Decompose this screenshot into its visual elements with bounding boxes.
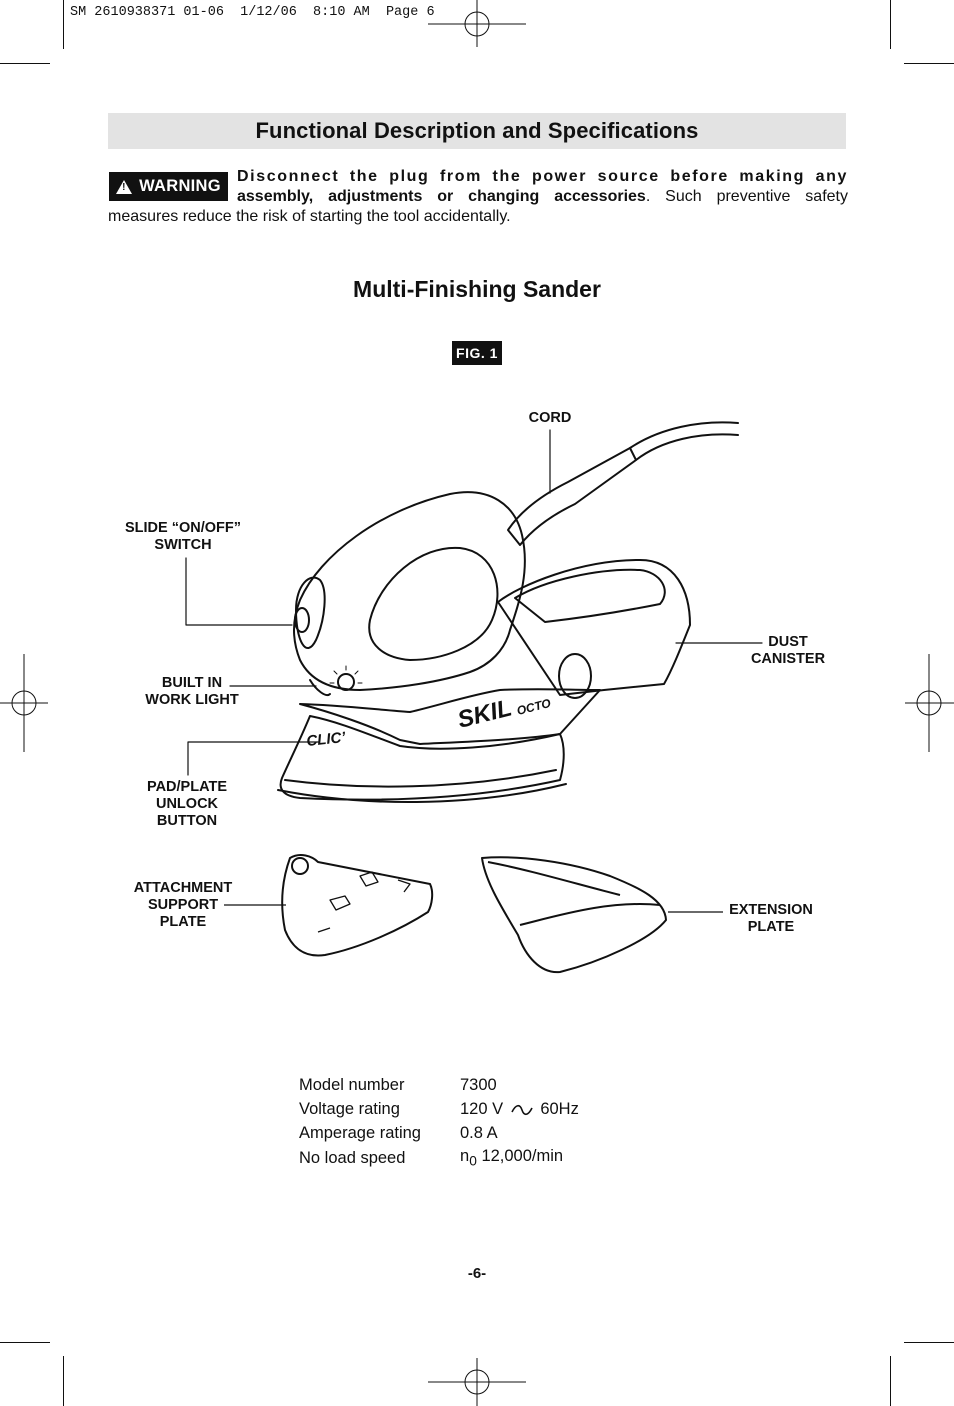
callout-switch-line1: SLIDE “ON/OFF” — [125, 520, 241, 536]
spec-value-subscript: 0 — [469, 1153, 477, 1169]
spec-table: Model number 7300 Voltage rating 120 V 6… — [299, 1073, 579, 1170]
callout-pad-line1: PAD/PLATE — [146, 779, 228, 795]
figure-label: FIG. 1 — [452, 341, 502, 365]
crop-mark-icon — [0, 1342, 50, 1343]
callout-attach-line2: SUPPORT — [147, 897, 219, 913]
warning-line-1: Disconnect the plug from the power sourc… — [237, 168, 848, 185]
crop-mark-icon — [890, 1356, 891, 1406]
logo-skil: SKIL — [455, 694, 515, 733]
ac-current-symbol-icon — [511, 1104, 533, 1115]
callout-pad-line3: BUTTON — [156, 813, 218, 829]
callout-ext-line1: EXTENSION — [729, 902, 813, 918]
cord-line — [629, 421, 739, 449]
crop-mark-icon — [63, 0, 64, 49]
crop-mark-icon — [0, 63, 50, 64]
callout-pad-line2: UNLOCK — [155, 796, 219, 812]
sanding-pad — [279, 715, 565, 801]
spec-label: Amperage rating — [299, 1124, 421, 1143]
spec-value: 7300 — [460, 1075, 497, 1094]
section-heading-band: Functional Description and Specification… — [108, 113, 846, 149]
callout-dust-line1: DUST — [768, 634, 808, 650]
spec-value: 120 V 60Hz — [460, 1097, 579, 1121]
warning-badge: WARNING — [109, 172, 228, 201]
callout-light-line2: WORK LIGHT — [145, 692, 239, 708]
cord-line — [635, 433, 739, 461]
extension-plate — [481, 856, 667, 974]
crop-mark-icon — [890, 0, 891, 49]
printer-slug: SM 2610938371 01-06 1/12/06 8:10 AM Page… — [70, 5, 435, 20]
product-title: Multi-Finishing Sander — [353, 276, 601, 302]
page-number: -6- — [467, 1265, 487, 1282]
warning-text: Disconnect the plug from the power sourc… — [108, 167, 848, 227]
callout-dust-canister: DUST CANISTER — [738, 634, 838, 668]
crop-mark-icon — [63, 1356, 64, 1406]
callout-switch: SLIDE “ON/OFF” SWITCH — [110, 520, 256, 554]
warning-line-2: assembly, adjustments or changing access… — [237, 187, 848, 207]
callout-pad-unlock: PAD/PLATE UNLOCK BUTTON — [130, 779, 244, 830]
warning-line-2-bold: assembly, adjustments or changing access… — [237, 188, 646, 205]
callout-dust-line2: CANISTER — [750, 651, 826, 667]
callout-cord: CORD — [528, 410, 572, 426]
spec-value: n0 12,000/min — [460, 1146, 579, 1170]
warning-line-2-rest: . Such preventive safety — [645, 188, 848, 205]
motor-housing — [293, 491, 526, 691]
spec-value-n: n — [460, 1147, 470, 1166]
table-row: Model number 7300 — [299, 1073, 579, 1097]
spec-label: No load speed — [299, 1148, 406, 1167]
spec-value-voltage: 120 V — [460, 1099, 504, 1118]
dust-canister — [497, 559, 691, 696]
cord-strain-relief — [507, 447, 637, 546]
crop-mark-icon — [904, 63, 954, 64]
spec-value-speed: 12,000/min — [481, 1147, 564, 1166]
callout-attach-line3: PLATE — [159, 914, 207, 930]
callout-attach-line1: ATTACHMENT — [133, 880, 233, 896]
logo-octo: OCTO — [515, 696, 552, 718]
logo-clic: CLIC’ — [306, 729, 348, 750]
callout-ext-line2: PLATE — [747, 919, 795, 935]
table-row: Amperage rating 0.8 A — [299, 1122, 579, 1146]
spec-value: 0.8 A — [460, 1124, 498, 1143]
callout-extension-plate: EXTENSION PLATE — [721, 902, 821, 936]
section-title: Functional Description and Specification… — [255, 118, 699, 143]
registration-mark-icon — [0, 654, 48, 752]
spec-value-frequency: 60Hz — [540, 1099, 579, 1118]
spec-label: Model number — [299, 1075, 405, 1094]
callout-switch-line2: SWITCH — [154, 537, 212, 553]
callout-work-light: BUILT IN WORK LIGHT — [135, 675, 249, 709]
warning-line-3: measures reduce the risk of starting the… — [108, 208, 511, 225]
sander-body — [299, 688, 601, 745]
crop-mark-icon — [904, 1342, 954, 1343]
attachment-support-plate — [281, 854, 434, 957]
warning-badge-label: WARNING — [139, 177, 221, 195]
spec-label: Voltage rating — [299, 1099, 400, 1118]
callout-attachment-plate: ATTACHMENT SUPPORT PLATE — [118, 880, 248, 931]
registration-mark-icon — [905, 654, 954, 752]
warning-triangle-icon — [116, 179, 133, 194]
callout-light-line1: BUILT IN — [161, 675, 223, 691]
table-row: Voltage rating 120 V 60Hz — [299, 1097, 579, 1121]
registration-mark-icon — [428, 0, 526, 47]
table-row: No load speed n0 12,000/min — [299, 1146, 579, 1170]
work-light-bulb — [337, 673, 355, 691]
registration-mark-icon — [428, 1358, 526, 1406]
